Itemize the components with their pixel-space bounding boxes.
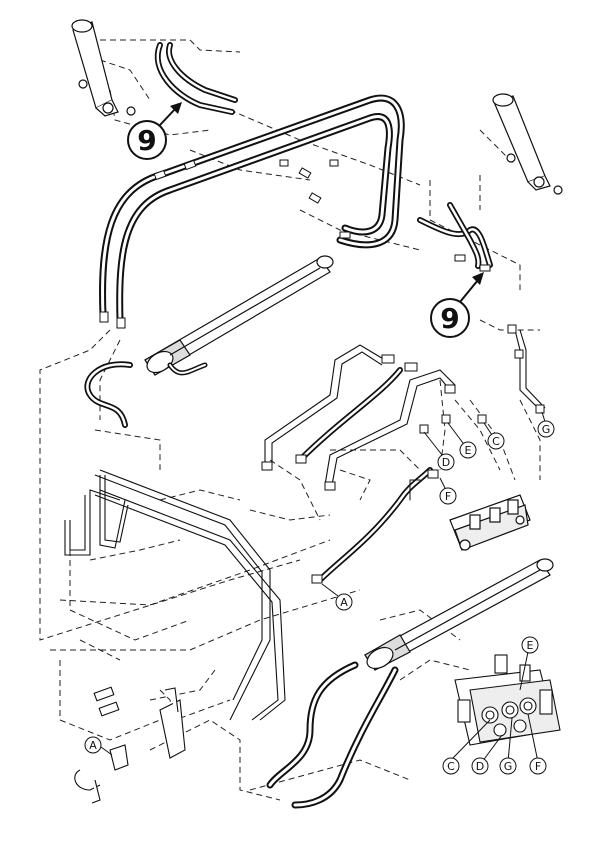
- right-lift-cylinder: [492, 93, 563, 195]
- callout-D-inset: D: [471, 757, 489, 775]
- callout-E-mid: E: [459, 441, 477, 459]
- callout-A-mid: A: [335, 593, 353, 611]
- svg-text:F: F: [535, 760, 541, 773]
- svg-text:G: G: [542, 423, 551, 436]
- svg-text:E: E: [527, 639, 534, 652]
- tilt-cylinder-upper: [144, 255, 334, 376]
- control-valve-mid: [449, 494, 531, 551]
- callout-F-inset: F: [529, 757, 547, 775]
- callout-G-mid: G: [537, 420, 555, 438]
- upper-fittings: [99, 159, 491, 329]
- callout-9-top-label: 9: [137, 124, 156, 157]
- svg-text:D: D: [442, 456, 450, 469]
- svg-text:C: C: [447, 760, 455, 773]
- valve-tubes: [264, 329, 546, 486]
- callout-G-inset: G: [499, 757, 517, 775]
- lower-long-hose: [266, 661, 399, 809]
- svg-text:E: E: [465, 444, 472, 457]
- frame-tubes: [64, 469, 286, 721]
- callout-9-top: 9: [127, 102, 182, 160]
- bracket-assembly: [74, 686, 186, 804]
- svg-text:C: C: [492, 435, 500, 448]
- right-short-hose: [417, 202, 493, 269]
- top-short-hose: [154, 42, 238, 115]
- callout-9-right: 9: [430, 272, 484, 338]
- tilt-cylinder-lower: [364, 558, 554, 671]
- cylinder-hose-left: [84, 361, 208, 428]
- valve-hose-mid: [297, 367, 403, 463]
- inset-leader-lines: [452, 651, 539, 763]
- valve-hose-lower: [317, 467, 433, 583]
- svg-text:G: G: [504, 760, 513, 773]
- callout-A-bottom: A: [84, 736, 102, 754]
- callout-E-inset: E: [521, 636, 539, 654]
- callout-C-mid: C: [487, 432, 505, 450]
- callout-C-inset: C: [442, 757, 460, 775]
- callout-9-right-label: 9: [440, 302, 459, 335]
- inset-valve-detail: [454, 654, 561, 746]
- letter-callouts: A A D E C G F E: [84, 420, 555, 775]
- callout-F-mid: F: [439, 487, 457, 505]
- left-lift-cylinder: [71, 19, 136, 117]
- callout-D-mid: D: [437, 453, 455, 471]
- svg-text:A: A: [340, 596, 348, 609]
- valve-fittings: [261, 324, 545, 584]
- svg-text:D: D: [476, 760, 484, 773]
- svg-text:A: A: [89, 739, 97, 752]
- svg-text:F: F: [445, 490, 451, 503]
- large-loop-hose: [99, 94, 405, 324]
